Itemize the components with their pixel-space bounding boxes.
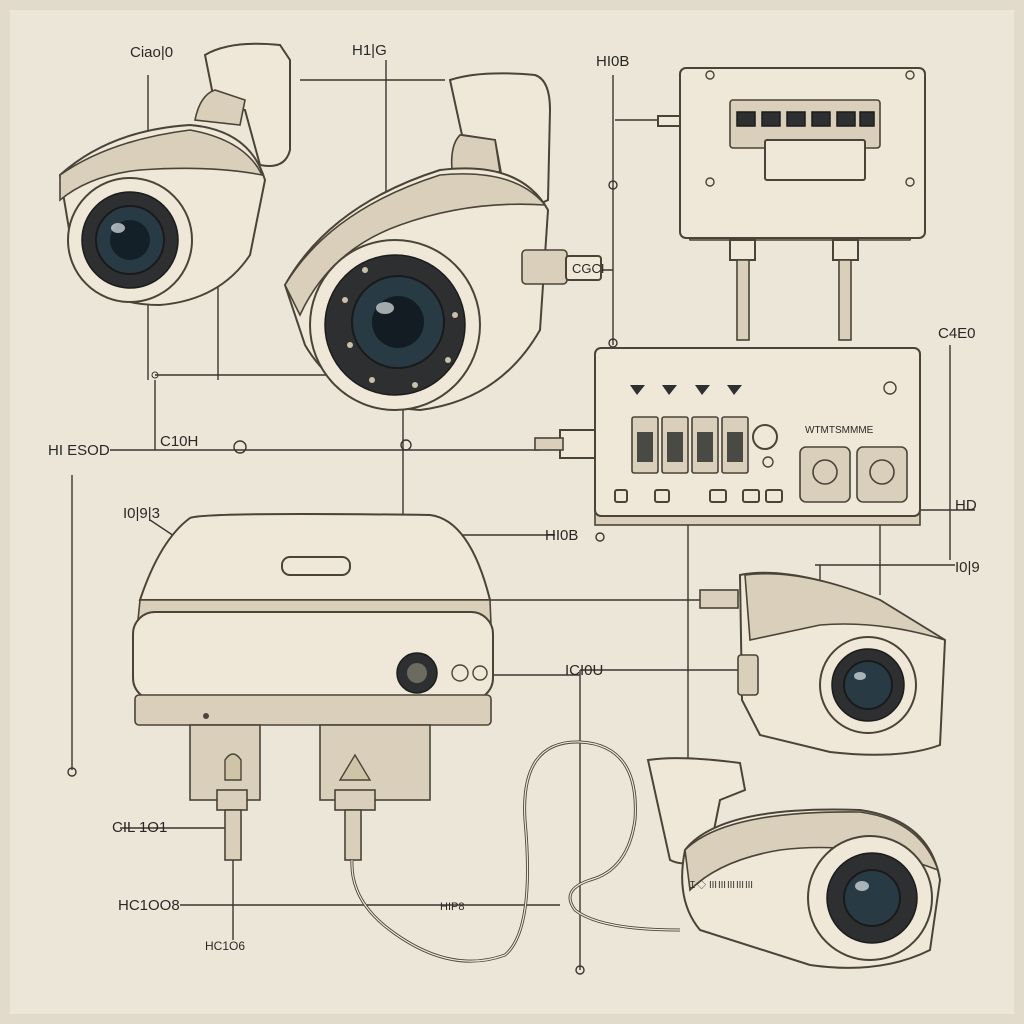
bottom-buttons <box>614 489 783 503</box>
power-distribution-box <box>657 67 927 341</box>
channel-modules <box>631 416 749 474</box>
label-right-upper: C4E0 <box>938 325 976 342</box>
label-top-left: Ciao|0 <box>130 44 173 61</box>
label-top-right: HI0B <box>596 53 629 70</box>
cam4-model-text: Ｉ◇ ⅢⅢⅢⅢⅢ <box>688 880 754 890</box>
label-right-mid: HD <box>955 497 977 514</box>
bullet-camera-center <box>283 72 602 412</box>
box-camera-right <box>699 571 947 756</box>
label-bottom-mid: HIP8 <box>440 901 464 913</box>
coax-cable-highlight <box>351 741 681 962</box>
label-router: I0|9|3 <box>123 505 160 522</box>
label-cam2-plug: CGCI <box>572 261 605 276</box>
nvr-panel-label: WTMTSMMME <box>805 425 874 436</box>
label-bottom-left-1: CIL 1O1 <box>112 819 167 836</box>
label-right-lower: I0|9 <box>955 559 980 576</box>
fuse-slots <box>736 111 875 127</box>
label-bottom-left-3: HC1O6 <box>205 939 245 953</box>
status-indicators <box>630 385 742 395</box>
bullet-camera-top-left <box>58 42 291 307</box>
label-router-mid: HI0B <box>545 527 578 544</box>
ir-led-ring <box>342 267 458 388</box>
label-top-mid: H1|G <box>352 42 387 59</box>
label-left-mid: HI ESOD <box>48 442 110 459</box>
bullet-camera-bottom-right: Ｉ◇ ⅢⅢⅢⅢⅢ <box>646 757 942 969</box>
label-bottom-left-2: HC1OO8 <box>118 897 180 914</box>
router-unit <box>132 513 494 861</box>
label-junction-lower: ICI0U <box>565 662 603 679</box>
diagram-labels: Ciao|0 H1|G HI0B C4E0 HI ESOD C10H I0|9|… <box>48 42 980 953</box>
label-mid-junction: C10H <box>160 433 198 450</box>
nvr-control-unit: WTMTSMMME <box>534 347 921 526</box>
